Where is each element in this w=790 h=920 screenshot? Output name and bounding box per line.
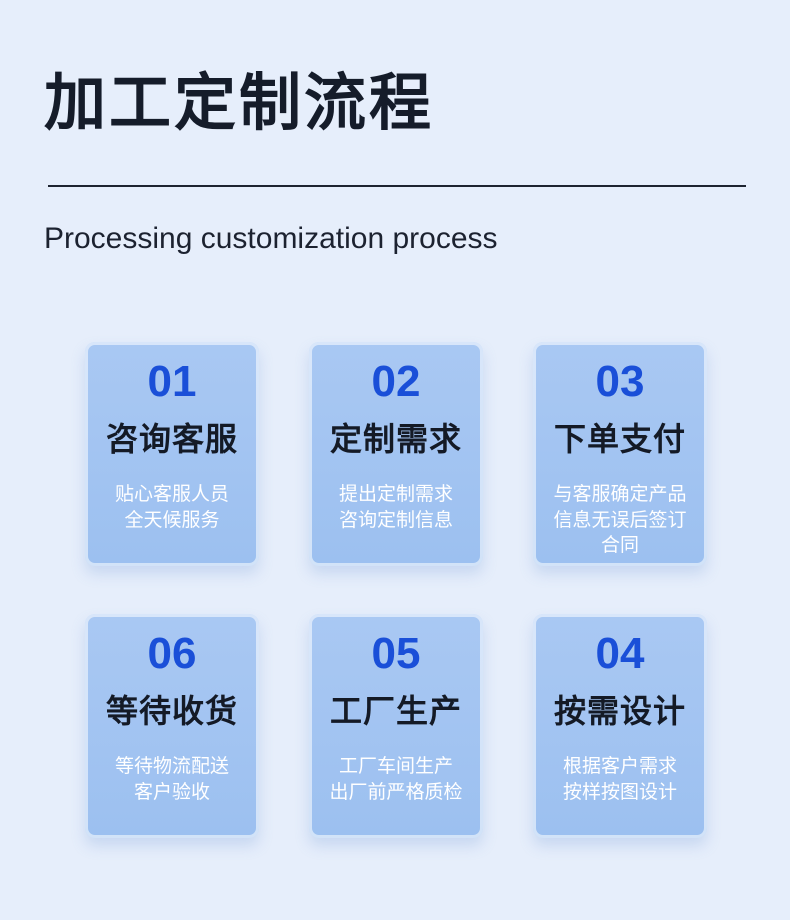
step-description-line: 信息无误后签订 xyxy=(553,508,687,531)
step-number: 01 xyxy=(147,357,197,406)
step-description-line: 客户验收 xyxy=(133,780,210,803)
step-description-line: 与客服确定产品 xyxy=(553,483,687,505)
step-description: 工厂车间生产 出厂前严格质检 xyxy=(319,754,473,805)
step-number: 04 xyxy=(595,629,645,678)
step-title: 按需设计 xyxy=(553,692,686,730)
step-description: 提出定制需求 咨询定制信息 xyxy=(319,482,473,533)
step-number: 03 xyxy=(595,357,645,406)
step-description-line: 咨询定制信息 xyxy=(338,508,453,531)
step-title: 等待收货 xyxy=(105,692,238,730)
step-card-05: 05 工厂生产 工厂车间生产 出厂前严格质检 xyxy=(309,614,483,838)
step-title: 定制需求 xyxy=(329,420,462,458)
step-card-02: 02 定制需求 提出定制需求 咨询定制信息 xyxy=(309,342,483,566)
step-description: 等待物流配送 客户验收 xyxy=(95,754,249,805)
step-description: 根据客户需求 按样按图设计 xyxy=(543,754,697,805)
step-number: 06 xyxy=(147,629,197,678)
step-card-06: 06 等待收货 等待物流配送 客户验收 xyxy=(85,614,259,838)
step-number: 05 xyxy=(371,629,421,678)
step-description: 与客服确定产品 信息无误后签订 合同 xyxy=(543,482,697,559)
step-description: 贴心客服人员 全天候服务 xyxy=(95,482,249,533)
step-card-03: 03 下单支付 与客服确定产品 信息无误后签订 合同 xyxy=(533,342,707,566)
step-description-line: 合同 xyxy=(600,534,639,557)
step-description-line: 贴心客服人员 xyxy=(114,483,229,505)
step-description-line: 出厂前严格质检 xyxy=(329,780,463,803)
title-divider xyxy=(48,185,746,187)
step-title: 咨询客服 xyxy=(105,420,238,458)
step-description-line: 工厂车间生产 xyxy=(338,755,453,777)
page-subtitle: Processing customization process xyxy=(44,222,498,255)
step-card-01: 01 咨询客服 贴心客服人员 全天候服务 xyxy=(85,342,259,566)
step-number: 02 xyxy=(371,357,421,406)
page-title: 加工定制流程 xyxy=(44,66,435,139)
step-title: 工厂生产 xyxy=(329,692,462,730)
step-description-line: 按样按图设计 xyxy=(562,780,677,803)
step-title: 下单支付 xyxy=(553,420,686,458)
step-description-line: 全天候服务 xyxy=(124,508,220,531)
step-card-04: 04 按需设计 根据客户需求 按样按图设计 xyxy=(533,614,707,838)
step-description-line: 等待物流配送 xyxy=(114,755,229,777)
step-description-line: 根据客户需求 xyxy=(562,755,677,777)
step-description-line: 提出定制需求 xyxy=(338,483,453,505)
